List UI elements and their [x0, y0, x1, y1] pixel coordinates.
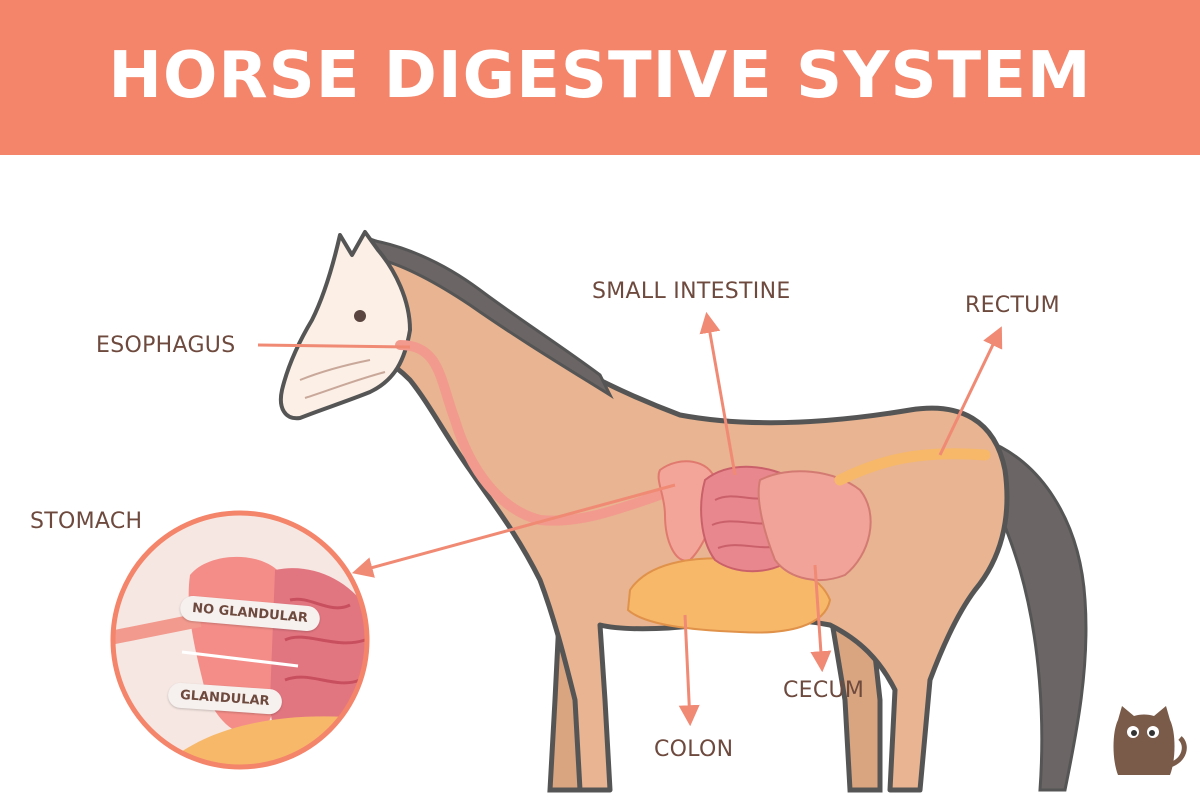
esophagus-label: ESOPHAGUS — [96, 333, 236, 358]
small-intestine-label: SMALL INTESTINE — [592, 279, 791, 304]
cecum-arrow — [810, 564, 832, 673]
horse-eye — [354, 310, 366, 322]
colon-arrow — [678, 614, 700, 727]
cat-mascot-icon — [1113, 706, 1187, 775]
rectum-organ — [834, 448, 991, 486]
stomach-arrow — [351, 483, 676, 578]
horse-tail — [973, 438, 1088, 792]
colon-label: COLON — [654, 737, 734, 762]
esophagus-tube — [395, 340, 695, 526]
inset-border — [110, 510, 370, 770]
cecum-organ — [757, 470, 872, 581]
horse-mane — [367, 238, 614, 400]
cecum-label: CECUM — [783, 678, 865, 703]
horse-skull-lines — [299, 359, 386, 399]
rectum-label: RECTUM — [965, 293, 1060, 318]
rectum-arrow — [938, 326, 1003, 456]
title-banner: HORSE DIGESTIVE SYSTEM — [0, 0, 1200, 155]
stomach-label: STOMACH — [30, 509, 143, 534]
stomach-inset — [113, 513, 367, 767]
esophagus-arrow — [257, 343, 411, 349]
small-intestine-arrow — [699, 311, 737, 476]
page-title: HORSE DIGESTIVE SYSTEM — [108, 38, 1092, 113]
horse-head — [279, 230, 412, 421]
horse-body — [302, 237, 1010, 793]
